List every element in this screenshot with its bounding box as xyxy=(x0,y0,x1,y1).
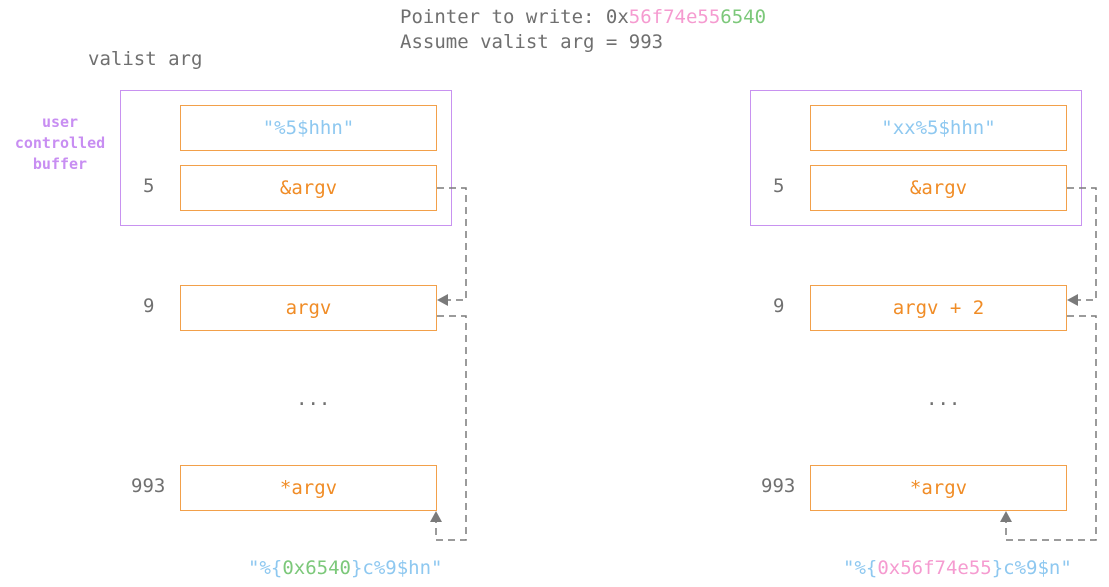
right-index-993: 993 xyxy=(761,475,796,497)
left-format-string: "%{0x6540}c%9$hn" xyxy=(248,557,442,579)
left-ellipsis: ... xyxy=(296,388,331,410)
right-index-5: 5 xyxy=(773,175,785,197)
pointer-to-write-line: Pointer to write: 0x56f74e556540 xyxy=(400,6,766,28)
user-controlled-buffer-label: user controlled buffer xyxy=(0,112,120,175)
right-arrowhead-9 xyxy=(1067,294,1078,306)
left-arrow-9-to-993 xyxy=(435,315,467,541)
left-format-close: }c%9$hn" xyxy=(350,557,443,579)
left-slot-format-string: "%5$hhn" xyxy=(180,105,437,151)
right-slot-deref-argv: *argv xyxy=(810,465,1067,511)
left-user-buffer xyxy=(120,90,452,226)
buffer-label-text: user controlled buffer xyxy=(14,113,106,173)
left-arrowhead-9 xyxy=(437,294,448,306)
right-arrowhead-993 xyxy=(1000,511,1012,522)
right-format-string: "%{0x56f74e55}c%9$n" xyxy=(843,557,1072,579)
left-slot-deref-argv: *argv xyxy=(180,465,437,511)
left-arrow-5-to-9 xyxy=(437,187,467,301)
valist-arg-label: valist arg xyxy=(88,48,203,70)
left-index-9: 9 xyxy=(143,295,155,317)
left-index-5: 5 xyxy=(143,175,155,197)
right-arrow-9-to-993 xyxy=(1005,315,1097,541)
right-format-open: "%{ xyxy=(843,557,878,579)
left-slot-argv-address: &argv xyxy=(180,165,437,211)
pointer-prefix: Pointer to write: 0x xyxy=(400,6,629,28)
right-arrow-5-to-9 xyxy=(1067,187,1097,301)
left-slot-argv: argv xyxy=(180,285,437,331)
left-format-open: "%{ xyxy=(248,557,283,579)
right-format-number: 0x56f74e55 xyxy=(877,557,992,579)
right-slot-argv-plus-2: argv + 2 xyxy=(810,285,1067,331)
assume-valist-line: Assume valist arg = 993 xyxy=(400,31,664,53)
right-index-9: 9 xyxy=(773,295,785,317)
right-slot-argv-address: &argv xyxy=(810,165,1067,211)
left-index-993: 993 xyxy=(131,475,166,497)
right-ellipsis: ... xyxy=(926,388,961,410)
left-arrowhead-993 xyxy=(430,511,442,522)
left-format-number: 0x6540 xyxy=(282,557,351,579)
right-user-buffer xyxy=(750,90,1082,226)
pointer-low-bytes: 6540 xyxy=(720,6,767,28)
right-slot-format-string: "xx%5$hhn" xyxy=(810,105,1067,151)
right-format-close: }c%9$n" xyxy=(991,557,1072,579)
pointer-high-bytes: 56f74e55 xyxy=(628,6,721,28)
